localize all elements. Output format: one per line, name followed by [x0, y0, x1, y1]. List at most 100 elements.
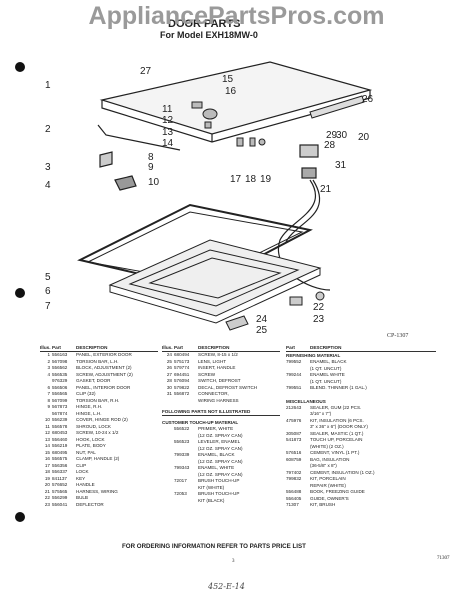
part-number: 556219	[52, 443, 68, 448]
illus-number: 27	[166, 371, 172, 377]
part-description: TORSION BAR, L.H.	[76, 358, 119, 364]
part-description: TOUCH UP, PORCELAIN	[310, 437, 363, 442]
lock-assembly	[191, 101, 266, 147]
part-number: 579774	[174, 365, 190, 370]
part-number: 799244	[286, 372, 302, 377]
part-number: 556488	[286, 489, 302, 494]
part-number: 575565	[52, 488, 68, 494]
part-number: 556506	[52, 384, 68, 390]
part-number: 475976	[286, 417, 302, 423]
illus-number: 22	[44, 495, 50, 500]
part-number: 680495	[52, 449, 68, 455]
part-description: GASKET, DOOR	[76, 378, 111, 383]
table-row: (12 OZ. SPRAY CAN)	[162, 433, 280, 440]
illus-number: 17	[44, 462, 50, 468]
illus-number	[162, 398, 174, 405]
part-description: LOCK	[76, 469, 89, 474]
part-description: HARNESS, WIRING	[76, 488, 118, 494]
part-number: 799552	[286, 359, 302, 364]
part-description: SCREW, 8-15 x 1/2	[198, 352, 238, 357]
part-description: CEMENT, VINYL (1 PT.)	[310, 450, 360, 455]
part-number	[174, 498, 198, 505]
part-description: (36-5/8" x 8")	[310, 463, 337, 468]
callout-1: 1	[45, 80, 51, 91]
part-description: PANEL, EXTERIOR DOOR	[76, 352, 132, 357]
table-row: KIT (WHITE)	[162, 485, 280, 492]
part-number: 567873	[52, 404, 68, 409]
part-number: 556163	[52, 352, 68, 357]
hdr-part: Part	[286, 345, 295, 350]
part-description: (12 OZ. SPRAY CAN)	[198, 471, 243, 477]
callout-25: 25	[256, 325, 268, 336]
part-description: HOOK, LOCK	[76, 436, 105, 442]
hdr-illus: Illus.	[162, 345, 173, 350]
part-number: 799551	[286, 385, 302, 390]
table-row: (12 OZ. SPRAY CAN)	[162, 472, 280, 479]
part-number: 541873	[286, 437, 302, 442]
callout-12: 12	[162, 115, 174, 126]
part-number: 556565	[52, 391, 68, 396]
part-number: 799339	[174, 452, 190, 457]
hdr-illus: Illus.	[40, 345, 51, 350]
ordering-info-note: FOR ORDERING INFORMATION REFER TO PARTS …	[122, 543, 306, 550]
table-row: 799832 KIT, PORCELAIN	[286, 476, 436, 483]
table-row: REPAIR (WHITE)	[286, 483, 436, 490]
part-number: 694451	[174, 371, 190, 377]
part-number: 212643	[286, 404, 302, 410]
part-number: 556239	[52, 417, 68, 422]
part-description: 3/16" x 7")	[310, 411, 332, 416]
illus-number: 18	[44, 469, 50, 474]
part-number: 976329	[52, 378, 68, 383]
hdr-part: Part	[52, 345, 61, 350]
table-row: 976329 GASKET, DOOR	[40, 378, 158, 385]
part-description: ENAMEL, BLACK	[310, 359, 347, 364]
illus-number: 24	[166, 352, 172, 357]
light-lens	[225, 291, 325, 331]
handwritten-note: 452-E-14	[208, 582, 245, 591]
figure-id: CP-1307	[387, 333, 409, 339]
callout-2: 2	[45, 124, 51, 135]
callout-18: 18	[245, 174, 257, 185]
callout-15: 15	[222, 74, 234, 85]
illus-number: 19	[44, 475, 50, 481]
page-title: DOOR PARTS	[168, 18, 241, 30]
page-number: 3	[232, 559, 235, 564]
part-number: 556041	[52, 501, 68, 507]
callout-4: 4	[45, 180, 51, 191]
part-description: HINGE, L.H.	[76, 410, 102, 416]
illus-number: 16	[44, 456, 50, 461]
part-description: NUT, PAL	[76, 449, 96, 455]
watermark: AppliancePartsPros.com	[88, 2, 385, 30]
part-description: (1 QT. UNCUT)	[310, 365, 342, 371]
illus-number: 25	[166, 358, 172, 364]
table-row: (WHITE) (2 OZ.)	[286, 444, 436, 451]
callout-labels: 1 2 3 4 5 6 7 8 9 10 11 12 13 14 15 16 1…	[45, 66, 374, 336]
part-description: TORSION BAR, R.H.	[76, 397, 120, 403]
part-description: SCREW, ADJUSTMENT (2)	[76, 371, 133, 377]
part-description: (12 OZ. SPRAY CAN)	[198, 445, 243, 451]
callout-7: 7	[45, 301, 51, 312]
callout-19: 19	[260, 174, 272, 185]
illus-number: 3	[47, 365, 50, 370]
part-description: CLAMP, HANDLE (2)	[76, 456, 120, 461]
part-description: WIRING HARNESS	[198, 397, 239, 403]
illus-number: 13	[44, 436, 50, 442]
callout-3: 3	[45, 162, 51, 173]
part-number: 799832	[286, 476, 302, 481]
part-number: 556337	[52, 469, 68, 474]
section-miscellaneous: MISCELLANEOUS	[286, 398, 326, 404]
part-description: KIT, PORCELAIN	[310, 476, 346, 481]
illus-number: 1	[47, 352, 50, 357]
